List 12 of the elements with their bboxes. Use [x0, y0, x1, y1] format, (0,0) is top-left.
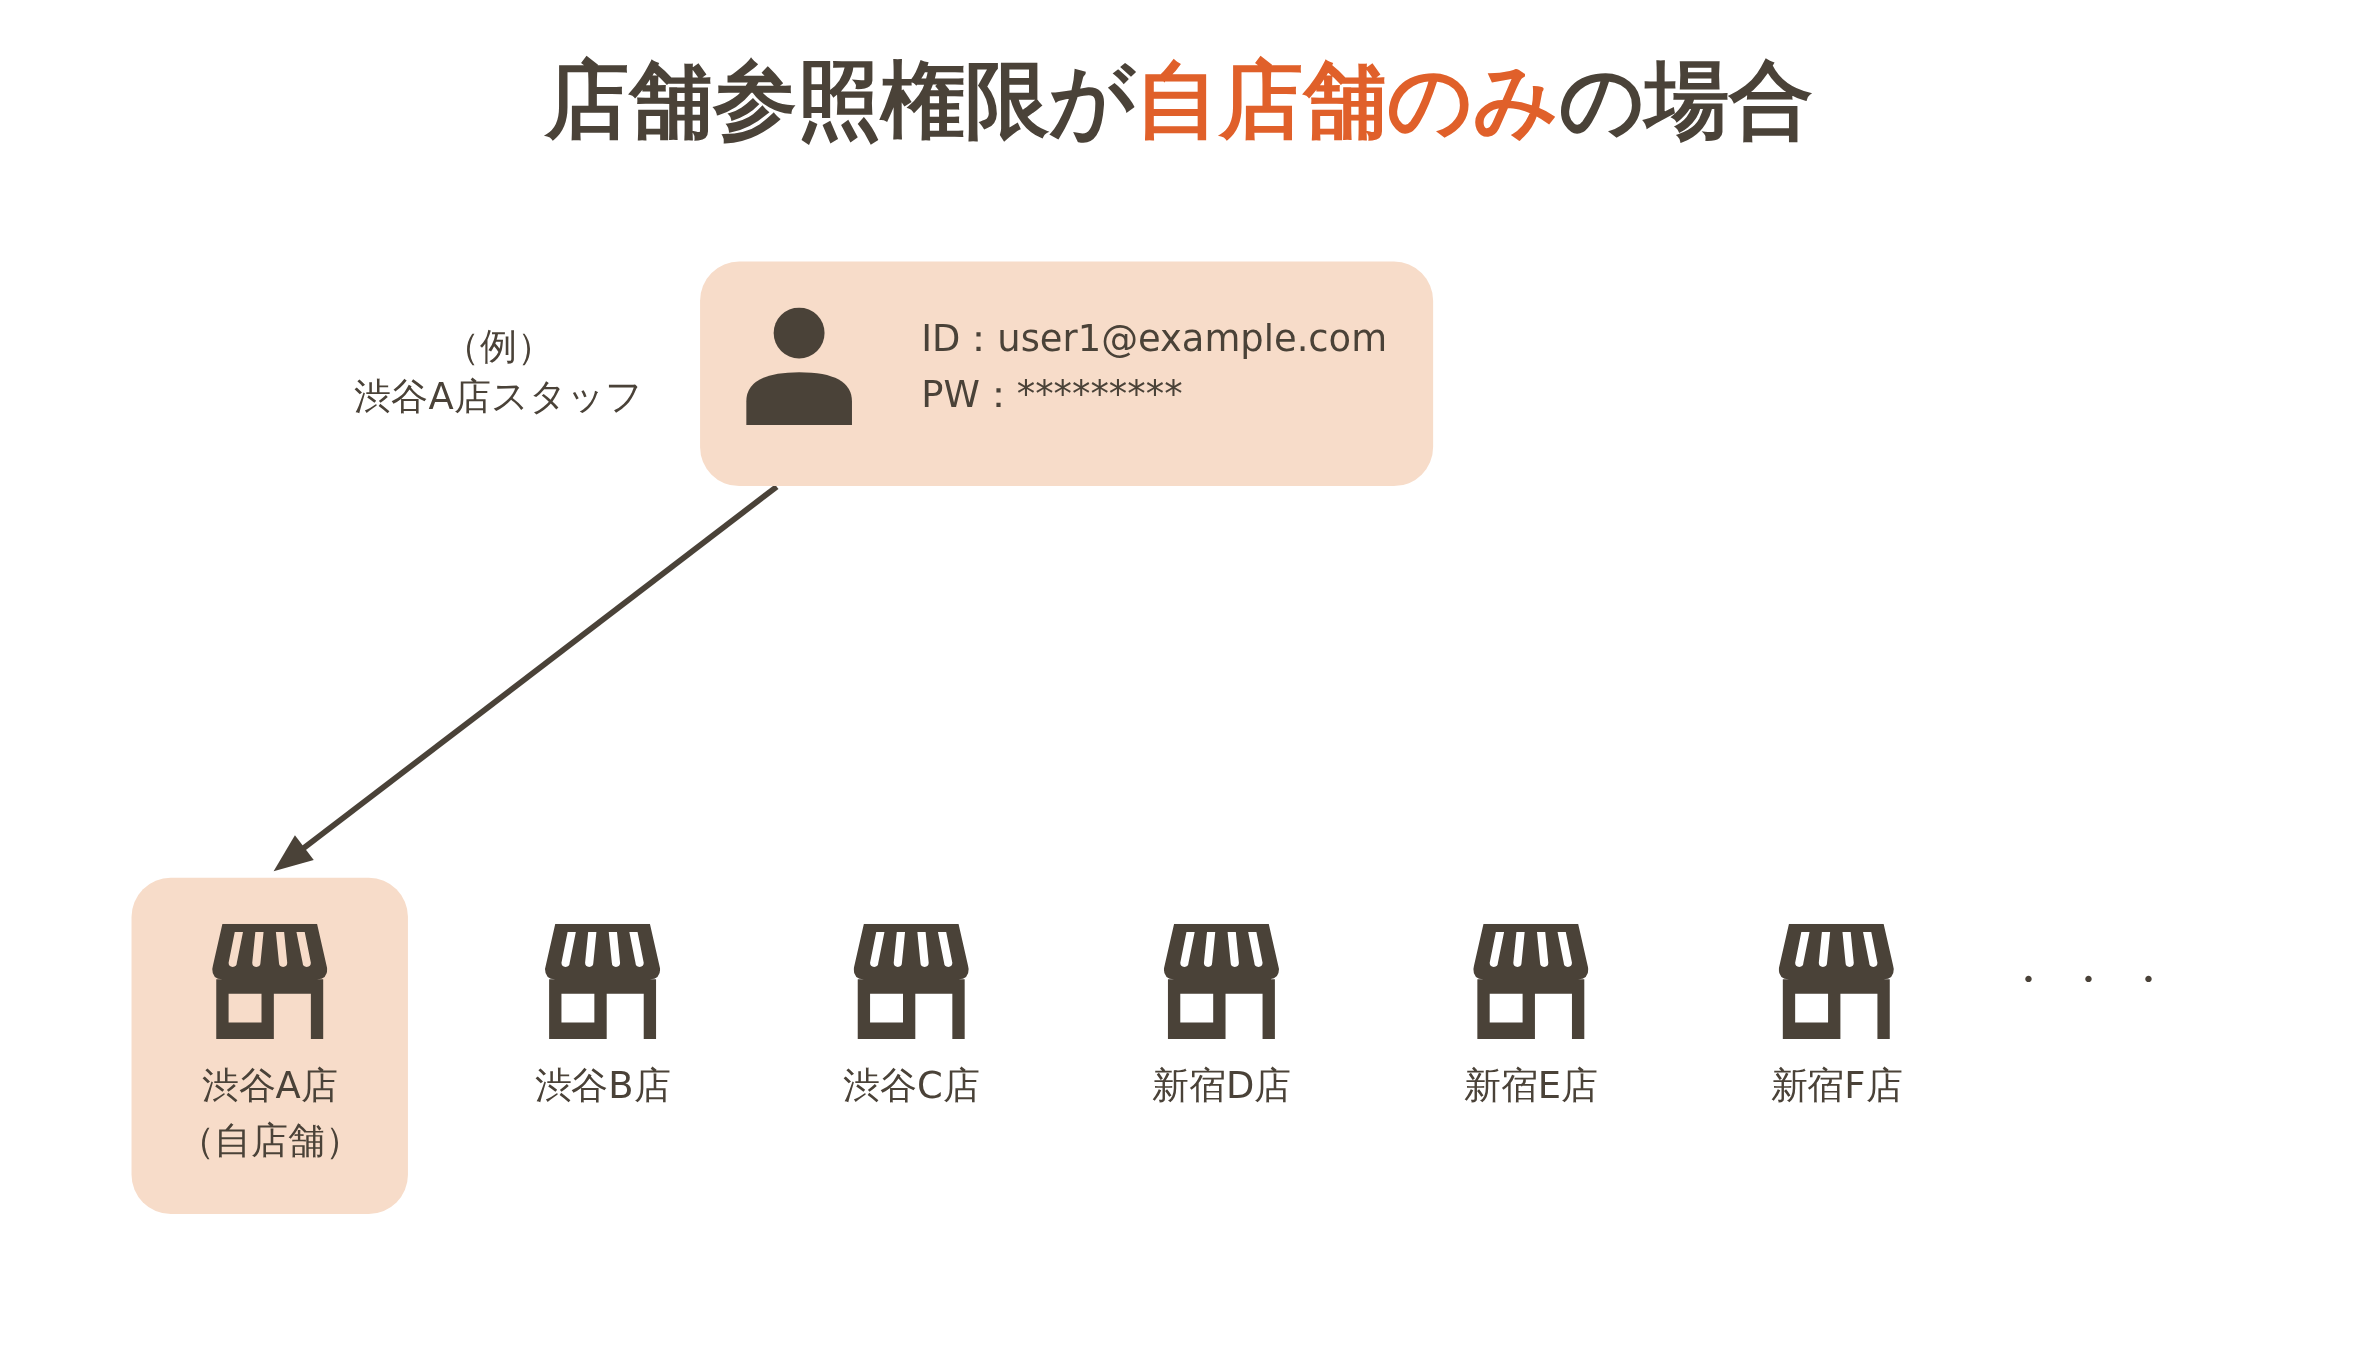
arrow [273, 484, 779, 872]
caption-text: （例） [443, 325, 555, 369]
ellipsis-text: ・・・ [2008, 958, 2189, 999]
node-label: 新宿E店 [1464, 1063, 1598, 1107]
caption-text: 渋谷A店スタッフ [354, 374, 643, 418]
node-box: ID：user1@example.com PW：********* [700, 261, 1434, 487]
node-label: 新宿D店 [1152, 1063, 1292, 1107]
title: 店舗参照権限が自店舗のみの場合 [543, 50, 1814, 151]
node-box: 渋谷A店 （自店舗） [131, 877, 408, 1214]
node-label: 渋谷C店 [843, 1063, 980, 1107]
node-label: 渋谷B店 [534, 1063, 671, 1107]
node-label: 新宿F店 [1770, 1063, 1903, 1107]
